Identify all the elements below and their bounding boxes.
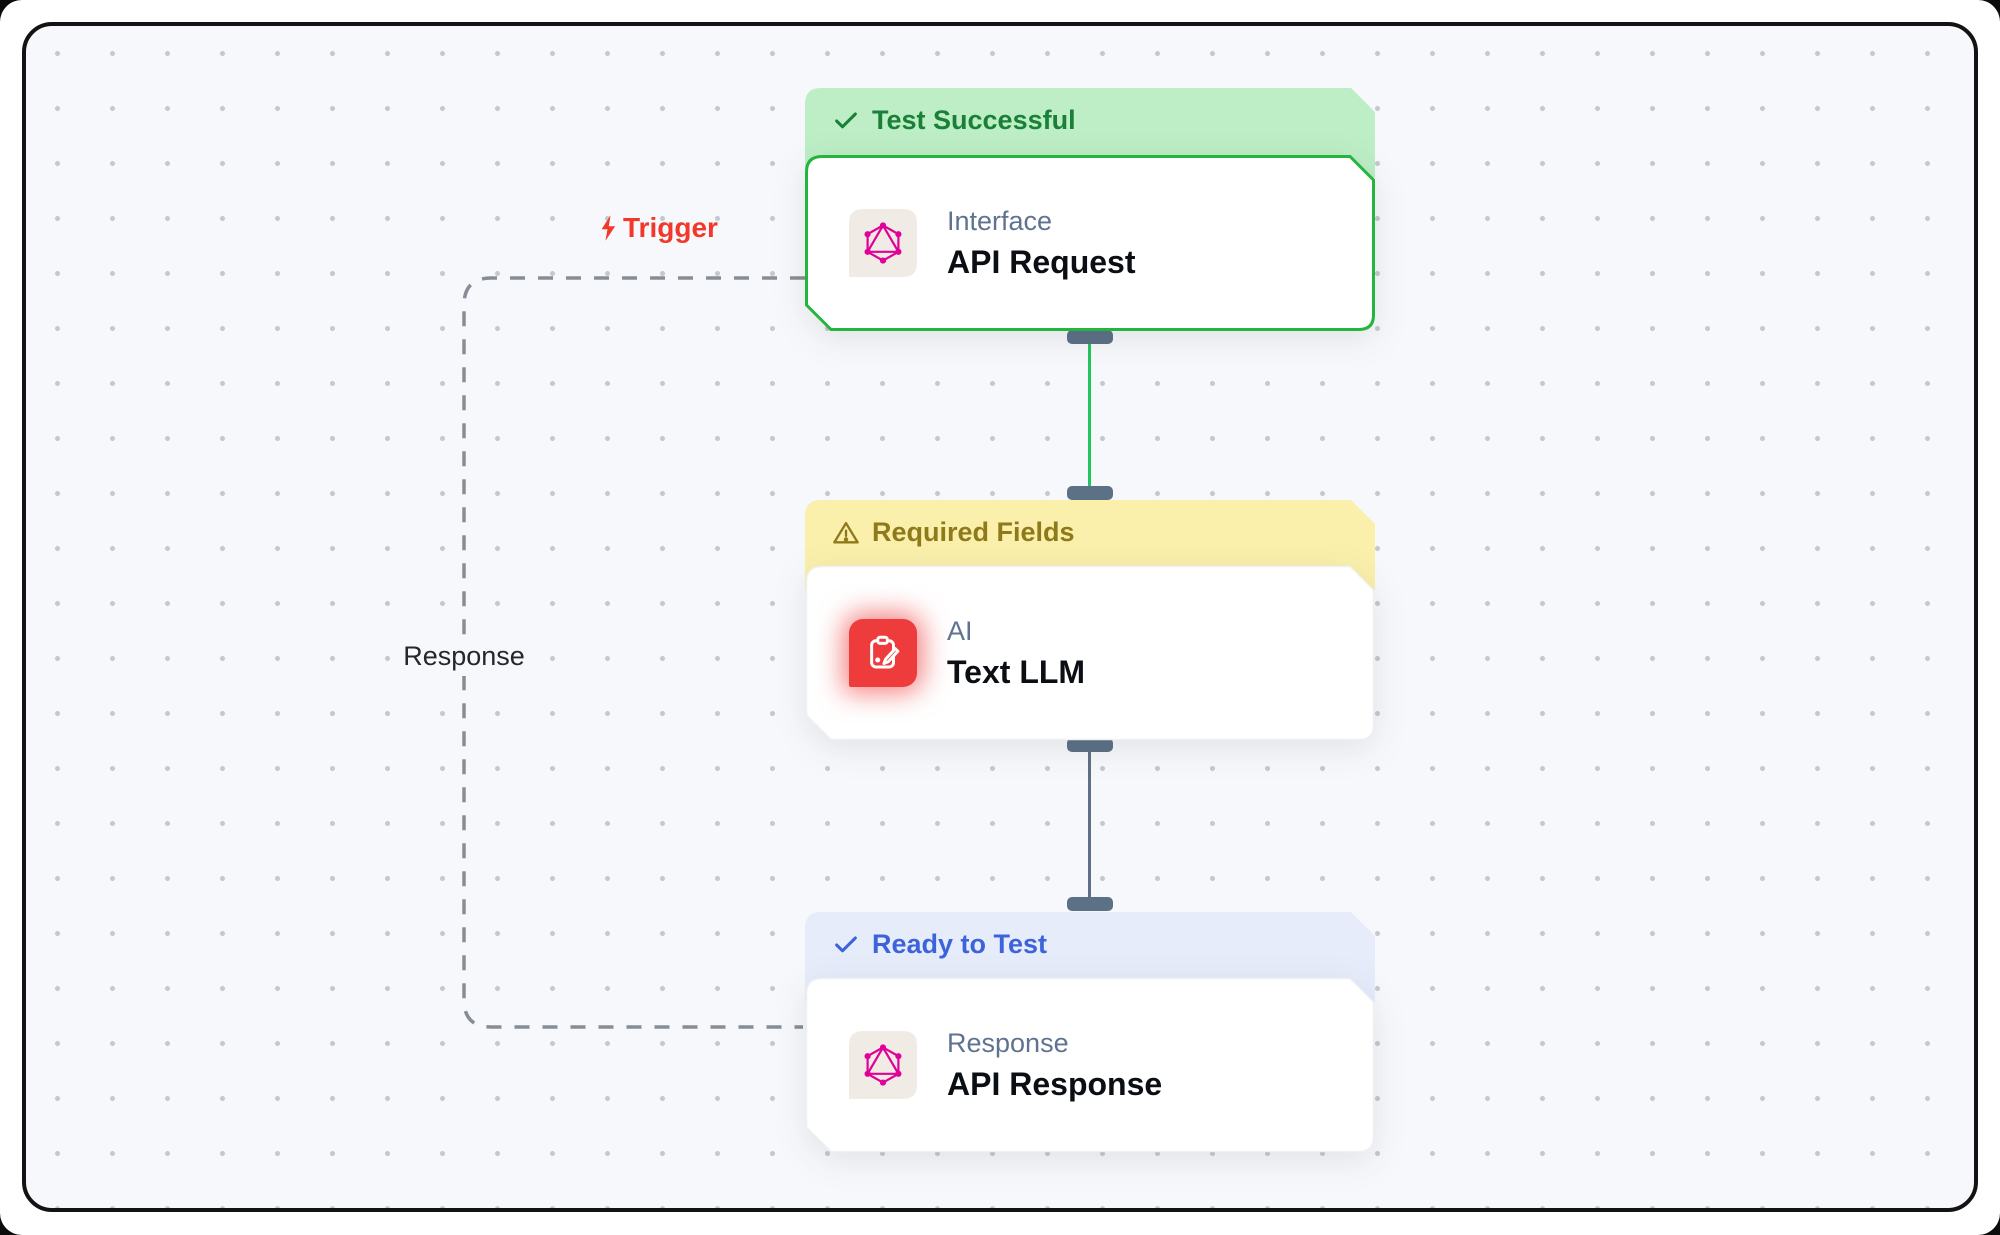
- node-status-label: Test Successful: [872, 105, 1076, 135]
- node-card-outline: [805, 565, 1375, 741]
- graphql-icon: [849, 1031, 917, 1099]
- node-category: AI: [947, 615, 973, 646]
- node-title: API Request: [947, 243, 1136, 280]
- connector-handle[interactable]: [1067, 330, 1113, 344]
- node-category: Response: [947, 1027, 1069, 1058]
- graphql-icon: [849, 209, 917, 277]
- node-status-label: Required Fields: [872, 517, 1075, 547]
- bolt-icon: [601, 215, 616, 241]
- node-api-response[interactable]: Ready to Test Response API Response: [805, 912, 1375, 1178]
- node-card-outline: [805, 977, 1375, 1153]
- clipboard-edit-icon: [849, 619, 917, 687]
- check-icon: [832, 931, 860, 959]
- edge-label-response: Response: [393, 637, 535, 676]
- connector-handle[interactable]: [1067, 738, 1113, 752]
- connector-handle[interactable]: [1067, 897, 1113, 911]
- edge-text-llm-to-api-response: [1088, 750, 1091, 902]
- connector-handle[interactable]: [1067, 486, 1113, 500]
- node-title: Text LLM: [947, 653, 1086, 690]
- node-title: API Response: [947, 1065, 1163, 1102]
- node-category: Interface: [947, 205, 1053, 236]
- edge-api-request-to-text-llm: [1088, 340, 1091, 490]
- trigger-badge: Trigger: [597, 212, 718, 244]
- node-text-llm[interactable]: Required Fields AI Text LLM: [805, 500, 1375, 766]
- warning-icon: [832, 519, 860, 547]
- check-icon: [832, 107, 860, 135]
- node-api-request[interactable]: Test Successful Interface API Request: [805, 88, 1375, 354]
- node-status-label: Ready to Test: [872, 929, 1048, 959]
- node-card-outline: [805, 155, 1375, 331]
- trigger-label: Trigger: [623, 212, 718, 243]
